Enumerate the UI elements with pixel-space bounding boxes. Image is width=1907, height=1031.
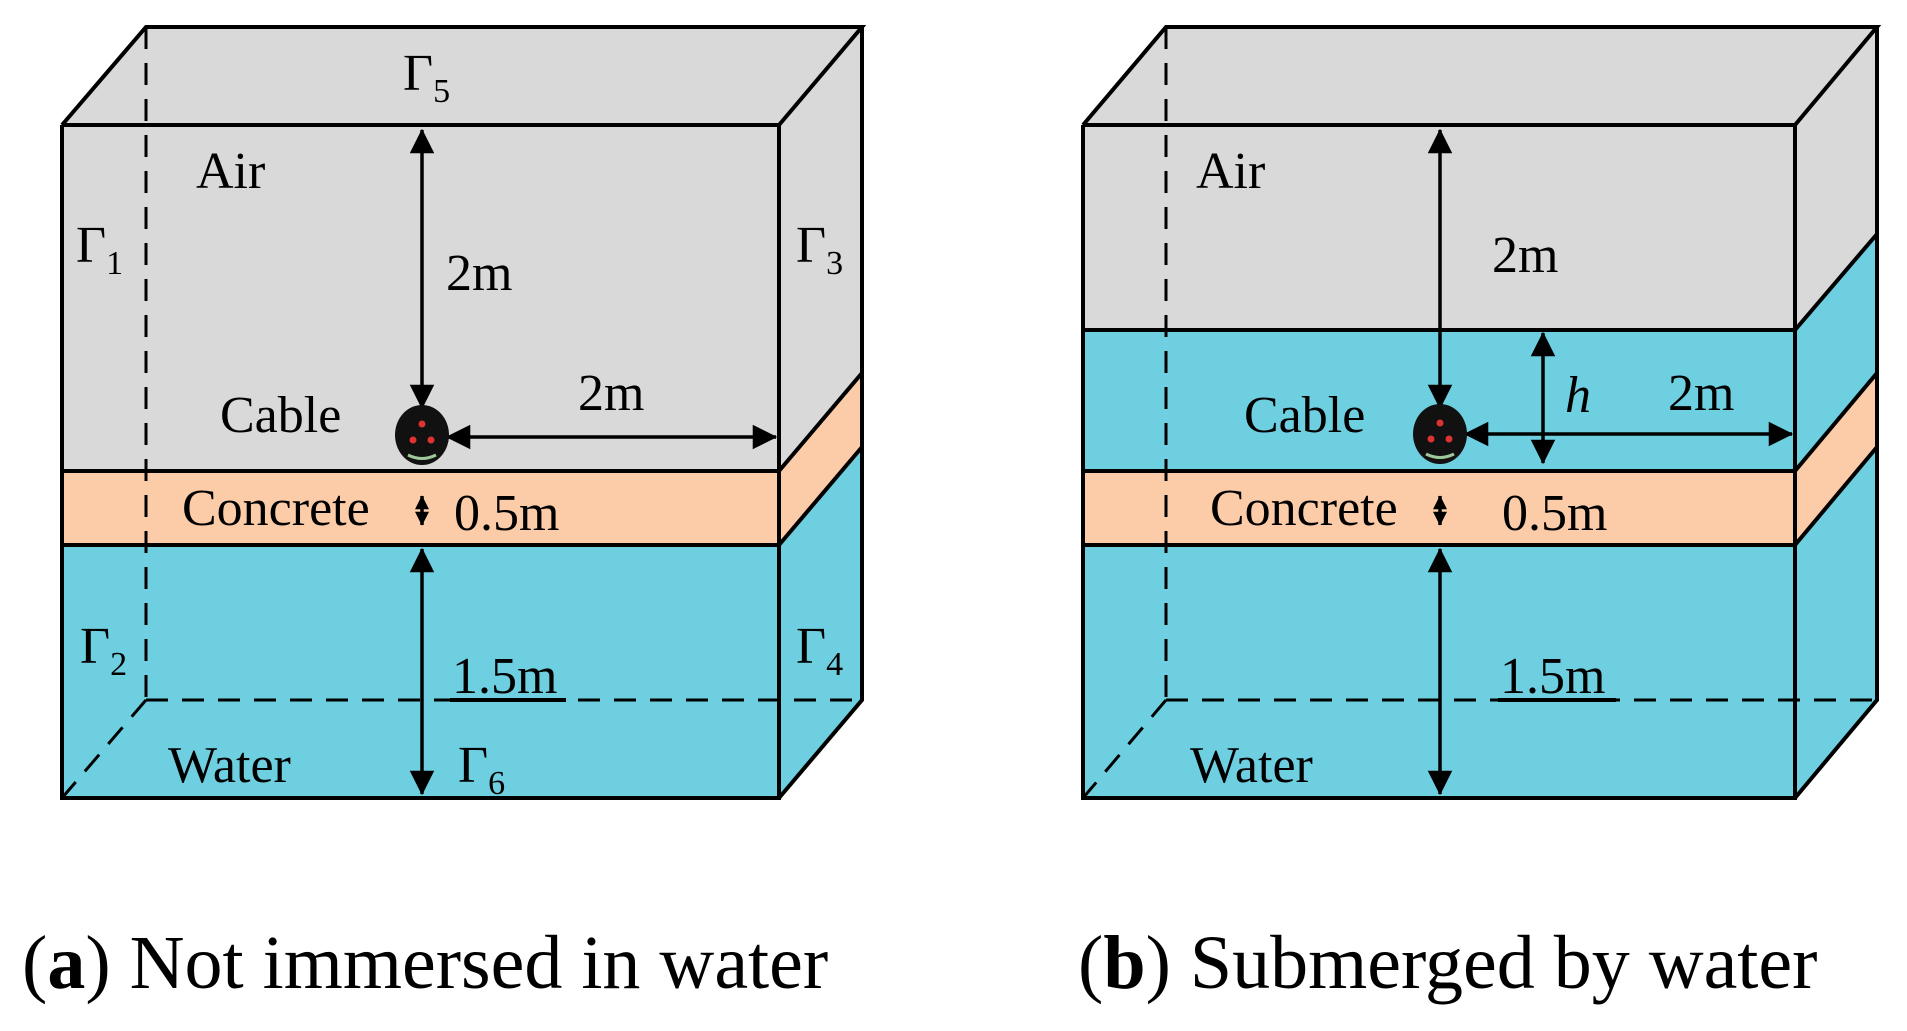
b-label-cable: Cable bbox=[1244, 387, 1365, 444]
b-side-water-lower bbox=[1795, 447, 1877, 798]
caption-b: (b) Submerged by water bbox=[1078, 921, 1817, 1005]
a-label-concrete: Concrete bbox=[182, 480, 370, 537]
panel-b-diagram: Air Cable Concrete Water 2m h 2m 0.5m 1.… bbox=[1081, 25, 1882, 800]
a-boundary-g5: Γ5 bbox=[403, 45, 450, 110]
a-label-cable: Cable bbox=[220, 387, 341, 444]
b-side-water-upper bbox=[1795, 234, 1877, 471]
b-top-outline bbox=[1081, 25, 1882, 127]
b-dim-top-label: 2m bbox=[1492, 227, 1558, 284]
caption-a: (a) Not immersed in water bbox=[22, 921, 828, 1005]
a-top-outline bbox=[60, 25, 867, 127]
b-cable bbox=[1413, 404, 1467, 464]
b-side-water-level-line bbox=[1793, 232, 1879, 332]
b-hidden-diagonal bbox=[1081, 699, 1168, 799]
b-side-outline bbox=[1793, 27, 1879, 800]
a-dim-top-label: 2m bbox=[446, 245, 512, 302]
a-side-outline bbox=[777, 27, 864, 800]
a-cable bbox=[395, 405, 449, 465]
panel-a-diagram: Air Cable Concrete Water 2m 2m 0.5m 1.5m… bbox=[60, 25, 867, 802]
b-side-concrete bbox=[1795, 373, 1877, 545]
b-label-concrete: Concrete bbox=[1210, 480, 1398, 537]
a-hidden-diagonal bbox=[60, 699, 148, 799]
a-boundary-g2: Γ2 bbox=[80, 618, 127, 683]
a-side-air bbox=[779, 27, 862, 471]
b-dim-h-label: h bbox=[1565, 367, 1591, 424]
b-label-water: Water bbox=[1190, 737, 1313, 794]
a-side-concrete bbox=[779, 373, 862, 545]
a-boundary-g6: Γ6 bbox=[458, 737, 505, 802]
a-boundary-g4: Γ4 bbox=[796, 618, 843, 683]
a-dim-bottom-label: 1.5m bbox=[452, 648, 557, 705]
a-side-concrete-lines bbox=[777, 371, 864, 473]
b-dim-bottom-label: 1.5m bbox=[1500, 648, 1605, 705]
a-side-water-line bbox=[777, 445, 864, 547]
b-dim-concrete-label: 0.5m bbox=[1502, 485, 1607, 542]
b-side-concrete-bottom-line bbox=[1793, 445, 1879, 547]
a-top-face bbox=[62, 27, 862, 125]
a-label-water: Water bbox=[168, 737, 291, 794]
a-boundary-g1: Γ1 bbox=[76, 217, 123, 282]
b-top-face bbox=[1083, 27, 1877, 125]
b-label-air: Air bbox=[1196, 143, 1265, 200]
a-label-air: Air bbox=[196, 143, 265, 200]
a-dim-concrete-label: 0.5m bbox=[454, 485, 559, 542]
a-boundary-g3: Γ3 bbox=[796, 217, 843, 282]
b-side-concrete-top-line bbox=[1793, 371, 1879, 473]
a-dim-right-label: 2m bbox=[578, 365, 644, 422]
b-dim-right-label: 2m bbox=[1668, 365, 1734, 422]
a-side-water bbox=[779, 447, 862, 798]
